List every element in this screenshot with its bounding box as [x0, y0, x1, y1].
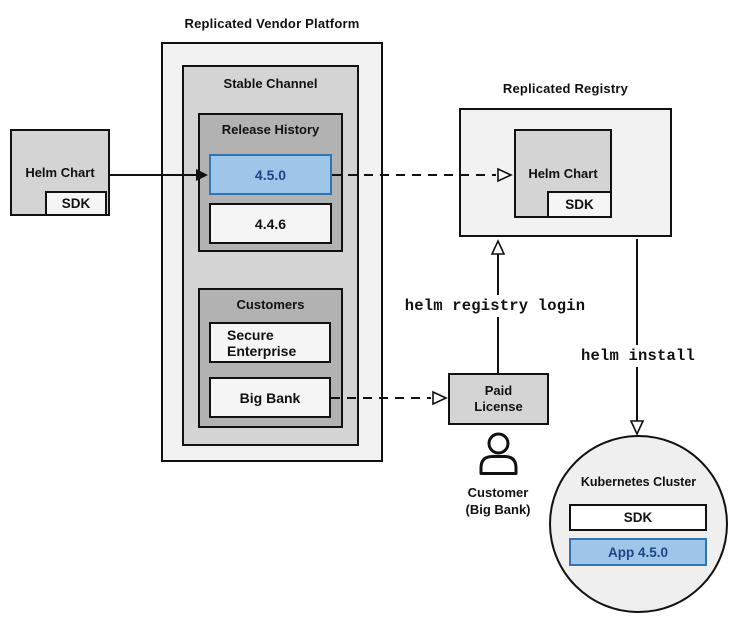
- source-helm-chart-box: Helm Chart SDK: [10, 129, 110, 216]
- customer-big-bank: Big Bank: [209, 377, 331, 418]
- stable-channel-label: Stable Channel: [223, 76, 318, 91]
- release-version-4-4-6: 4.4.6: [209, 203, 332, 244]
- release-history-label: Release History: [221, 122, 320, 137]
- arrow-registry-to-cluster: [629, 239, 645, 436]
- kubernetes-cluster-label: Kubernetes Cluster: [580, 475, 697, 489]
- source-helm-chart-label: Helm Chart: [25, 165, 95, 180]
- registry-box: Helm Chart SDK: [459, 108, 672, 237]
- helm-install-command: helm install: [566, 345, 710, 367]
- cluster-app-box: App 4.5.0: [569, 538, 707, 566]
- customer-secure-enterprise: Secure Enterprise: [209, 322, 331, 363]
- registry-sdk-box: SDK: [547, 191, 612, 218]
- cluster-sdk-box: SDK: [569, 504, 707, 531]
- customers-box: Customers Secure Enterprise Big Bank: [198, 288, 343, 428]
- kubernetes-cluster-circle: Kubernetes Cluster SDK App 4.5.0: [549, 435, 728, 613]
- customer-caption: Customer (Big Bank): [438, 484, 558, 518]
- customer-caption-line2: (Big Bank): [465, 502, 531, 517]
- customer-caption-line1: Customer: [467, 485, 529, 500]
- customers-label: Customers: [236, 297, 305, 312]
- registry-helm-chart-box: Helm Chart SDK: [514, 129, 612, 218]
- stable-channel-box: Stable Channel Release History 4.5.0 4.4…: [182, 65, 359, 446]
- release-history-box: Release History 4.5.0 4.4.6: [198, 113, 343, 252]
- vendor-platform-title: Replicated Vendor Platform: [184, 16, 360, 31]
- registry-helm-chart-label: Helm Chart: [528, 166, 598, 181]
- source-sdk-box: SDK: [45, 191, 107, 216]
- vendor-platform-box: Stable Channel Release History 4.5.0 4.4…: [161, 42, 383, 462]
- person-icon: [479, 432, 518, 475]
- paid-license-box: Paid License: [448, 373, 549, 425]
- registry-title: Replicated Registry: [502, 81, 629, 96]
- helm-registry-login-command: helm registry login: [393, 295, 597, 317]
- release-version-4-5-0: 4.5.0: [209, 154, 332, 195]
